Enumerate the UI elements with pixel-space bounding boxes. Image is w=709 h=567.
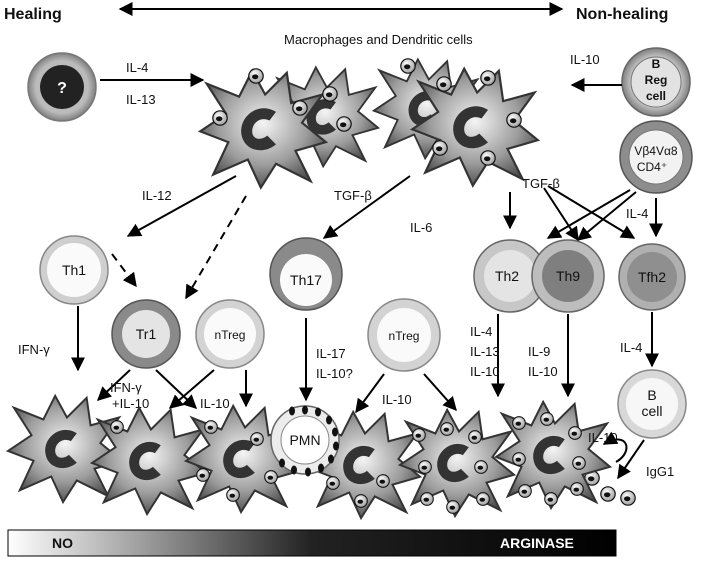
il4-label: IL-4 bbox=[126, 60, 148, 75]
th1-tr1-dashed bbox=[111, 253, 137, 288]
igg1-label: IgG1 bbox=[646, 464, 674, 479]
il10q-label: IL-10? bbox=[316, 366, 353, 381]
ntreg-arrow-left bbox=[168, 369, 215, 409]
healing-label: Healing bbox=[4, 6, 62, 23]
breg-il10-label: IL-10 bbox=[570, 52, 600, 67]
vb4va8-cell: Vβ4Vα8 CD4⁺ bbox=[619, 120, 693, 194]
tfh2-cell: Tfh2 bbox=[618, 243, 686, 311]
svg-text:Vβ4Vα8: Vβ4Vα8 bbox=[634, 144, 678, 158]
svg-text:cell: cell bbox=[641, 403, 662, 419]
svg-text:?: ? bbox=[57, 80, 67, 97]
no-label: NO bbox=[52, 535, 73, 551]
tgfb-th17-arrow bbox=[322, 175, 411, 239]
tr1-arrow-left bbox=[96, 369, 131, 401]
pmn-cell: PMN bbox=[270, 405, 340, 477]
il13-label: IL-13 bbox=[126, 92, 156, 107]
svg-text:cell: cell bbox=[646, 89, 666, 103]
plus-il10-label: +IL-10 bbox=[112, 396, 149, 411]
ifng-label: IFN-γ bbox=[18, 342, 50, 357]
ntreg-cell-1: nTreg bbox=[195, 299, 265, 369]
svg-text:CD4⁺: CD4⁺ bbox=[637, 160, 667, 174]
svg-text:Tr1: Tr1 bbox=[136, 326, 157, 342]
ntreg2-arrow-left bbox=[355, 373, 385, 414]
svg-text:B: B bbox=[652, 57, 661, 71]
th2-cyt-il4: IL-4 bbox=[470, 324, 492, 339]
il12-arrow bbox=[126, 175, 237, 237]
svg-text:Th9: Th9 bbox=[556, 268, 580, 284]
th9-cell: Th9 bbox=[531, 239, 605, 313]
svg-text:B: B bbox=[647, 387, 656, 403]
svg-text:nTreg: nTreg bbox=[215, 328, 246, 342]
macrophage-cluster-left bbox=[199, 66, 380, 189]
th2-cell: Th2 bbox=[473, 239, 547, 313]
mac-il10-curved-arrow bbox=[602, 431, 628, 463]
svg-text:Th17: Th17 bbox=[290, 272, 322, 288]
il4-b-label: IL-4 bbox=[620, 340, 642, 355]
macrophage-cluster-right bbox=[372, 58, 539, 187]
bcell-igg1-arrow bbox=[617, 439, 645, 480]
th9-cyt-il9: IL-9 bbox=[528, 344, 550, 359]
il6-label: IL-6 bbox=[410, 220, 432, 235]
dashed-arrow-tr1 bbox=[185, 195, 247, 300]
arginase-label: ARGINASE bbox=[500, 535, 574, 551]
mac-th9-arrow bbox=[543, 187, 579, 242]
b-cell: B cell bbox=[617, 369, 687, 439]
ntreg-cell-2: nTreg bbox=[367, 298, 441, 372]
th2-cyt-il13: IL-13 bbox=[470, 344, 500, 359]
vb4-th9-arrow bbox=[576, 191, 637, 241]
unknown-cell: ? bbox=[27, 52, 97, 122]
mac-tfh2-arrow bbox=[547, 185, 636, 239]
svg-text:PMN: PMN bbox=[289, 432, 320, 448]
svg-text:Th2: Th2 bbox=[495, 268, 519, 284]
tr1-cell: Tr1 bbox=[111, 299, 181, 369]
svg-text:nTreg: nTreg bbox=[389, 329, 420, 343]
th2-cyt-il10: IL-10 bbox=[470, 364, 500, 379]
ifng-il10-label: IFN-γ bbox=[110, 380, 142, 395]
th1-cell: Th1 bbox=[39, 235, 109, 305]
il4-tfh-label: IL-4 bbox=[626, 206, 648, 221]
macrophages-title: Macrophages and Dendritic cells bbox=[284, 32, 473, 47]
no-arginase-bar bbox=[7, 529, 617, 557]
breg-cell: B Reg cell bbox=[621, 47, 691, 117]
tgfb-th17-label: TGF-β bbox=[334, 188, 372, 203]
ntreg2-arrow-right bbox=[423, 373, 457, 412]
svg-text:Reg: Reg bbox=[645, 73, 668, 87]
ntreg-il10-label: IL-10 bbox=[200, 396, 230, 411]
th9-cyt-il10: IL-10 bbox=[528, 364, 558, 379]
th17-cell: Th17 bbox=[269, 237, 343, 311]
vb4-th2-arrow bbox=[546, 189, 631, 239]
svg-text:Tfh2: Tfh2 bbox=[638, 269, 666, 285]
ntreg2-il10-label: IL-10 bbox=[382, 392, 412, 407]
il17-label: IL-17 bbox=[316, 346, 346, 361]
tr1-arrow-right bbox=[155, 369, 198, 409]
mac-il10-label: IL-10 bbox=[588, 430, 618, 445]
non-healing-label: Non-healing bbox=[576, 6, 668, 23]
svg-text:Th1: Th1 bbox=[62, 262, 86, 278]
il12-label: IL-12 bbox=[142, 188, 172, 203]
